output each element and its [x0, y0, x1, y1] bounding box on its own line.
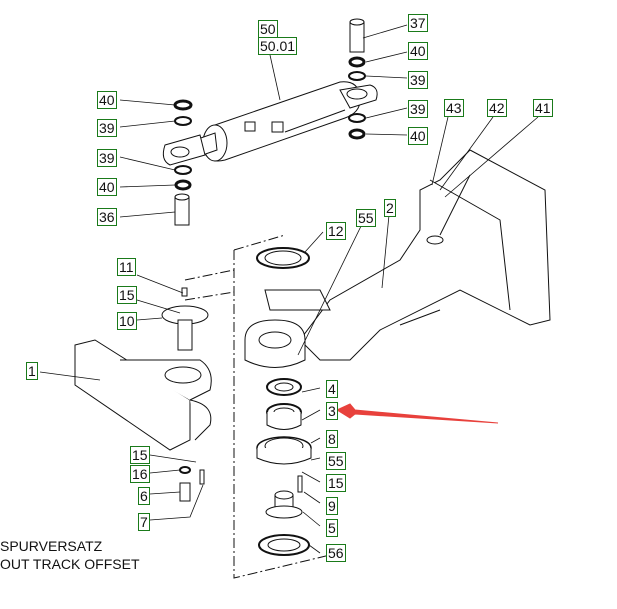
flange-10: [161, 287, 209, 351]
leader-lines: [39, 24, 539, 554]
callout-40: 40: [408, 127, 428, 145]
frame-arm: [299, 149, 551, 361]
callout-55: 55: [356, 209, 376, 227]
callout-41: 41: [533, 99, 553, 117]
small-parts-bottom: [179, 466, 205, 502]
callout-40: 40: [408, 42, 428, 60]
callout-56: 56: [326, 544, 346, 562]
highlight-arrow: [335, 403, 499, 424]
callout-15: 15: [130, 446, 150, 464]
callout-36: 36: [97, 208, 117, 226]
caption-english: OUT TRACK OFFSET: [0, 556, 140, 572]
callout-16: 16: [130, 465, 150, 483]
callout-3: 3: [326, 402, 338, 420]
callout-39: 39: [408, 71, 428, 89]
bearing-stack: [256, 378, 312, 556]
callout-50: 50: [258, 20, 278, 38]
callout-50-01: 50.01: [258, 37, 298, 55]
callout-37: 37: [408, 14, 428, 32]
callout-39: 39: [408, 100, 428, 118]
callout-43: 43: [444, 99, 464, 117]
caption-german: SPURVERSATZ: [0, 538, 103, 554]
callout-40: 40: [97, 91, 117, 109]
callout-8: 8: [326, 430, 338, 448]
seal-12: [256, 247, 310, 269]
callout-5: 5: [326, 519, 338, 537]
callout-15: 15: [326, 474, 346, 492]
callout-7: 7: [138, 513, 150, 531]
callout-42: 42: [487, 99, 507, 117]
callout-2: 2: [384, 199, 396, 217]
callout-10: 10: [117, 312, 137, 330]
callout-39: 39: [97, 119, 117, 137]
callout-15: 15: [117, 286, 137, 304]
callout-55: 55: [326, 452, 346, 470]
callout-40: 40: [97, 178, 117, 196]
pin-36: [174, 193, 190, 226]
callout-6: 6: [138, 487, 150, 505]
callout-12: 12: [326, 222, 346, 240]
hydraulic-cylinder: [162, 81, 378, 166]
bearing-housing: [244, 289, 331, 368]
callout-9: 9: [326, 497, 338, 515]
callout-11: 11: [117, 258, 136, 276]
pin-37: [349, 18, 365, 53]
callout-4: 4: [326, 380, 338, 398]
callout-1: 1: [26, 362, 38, 380]
callout-39: 39: [97, 149, 117, 167]
bracket-1: [74, 339, 212, 451]
washers-right: [348, 56, 366, 140]
assembly-boundary: [184, 234, 331, 579]
